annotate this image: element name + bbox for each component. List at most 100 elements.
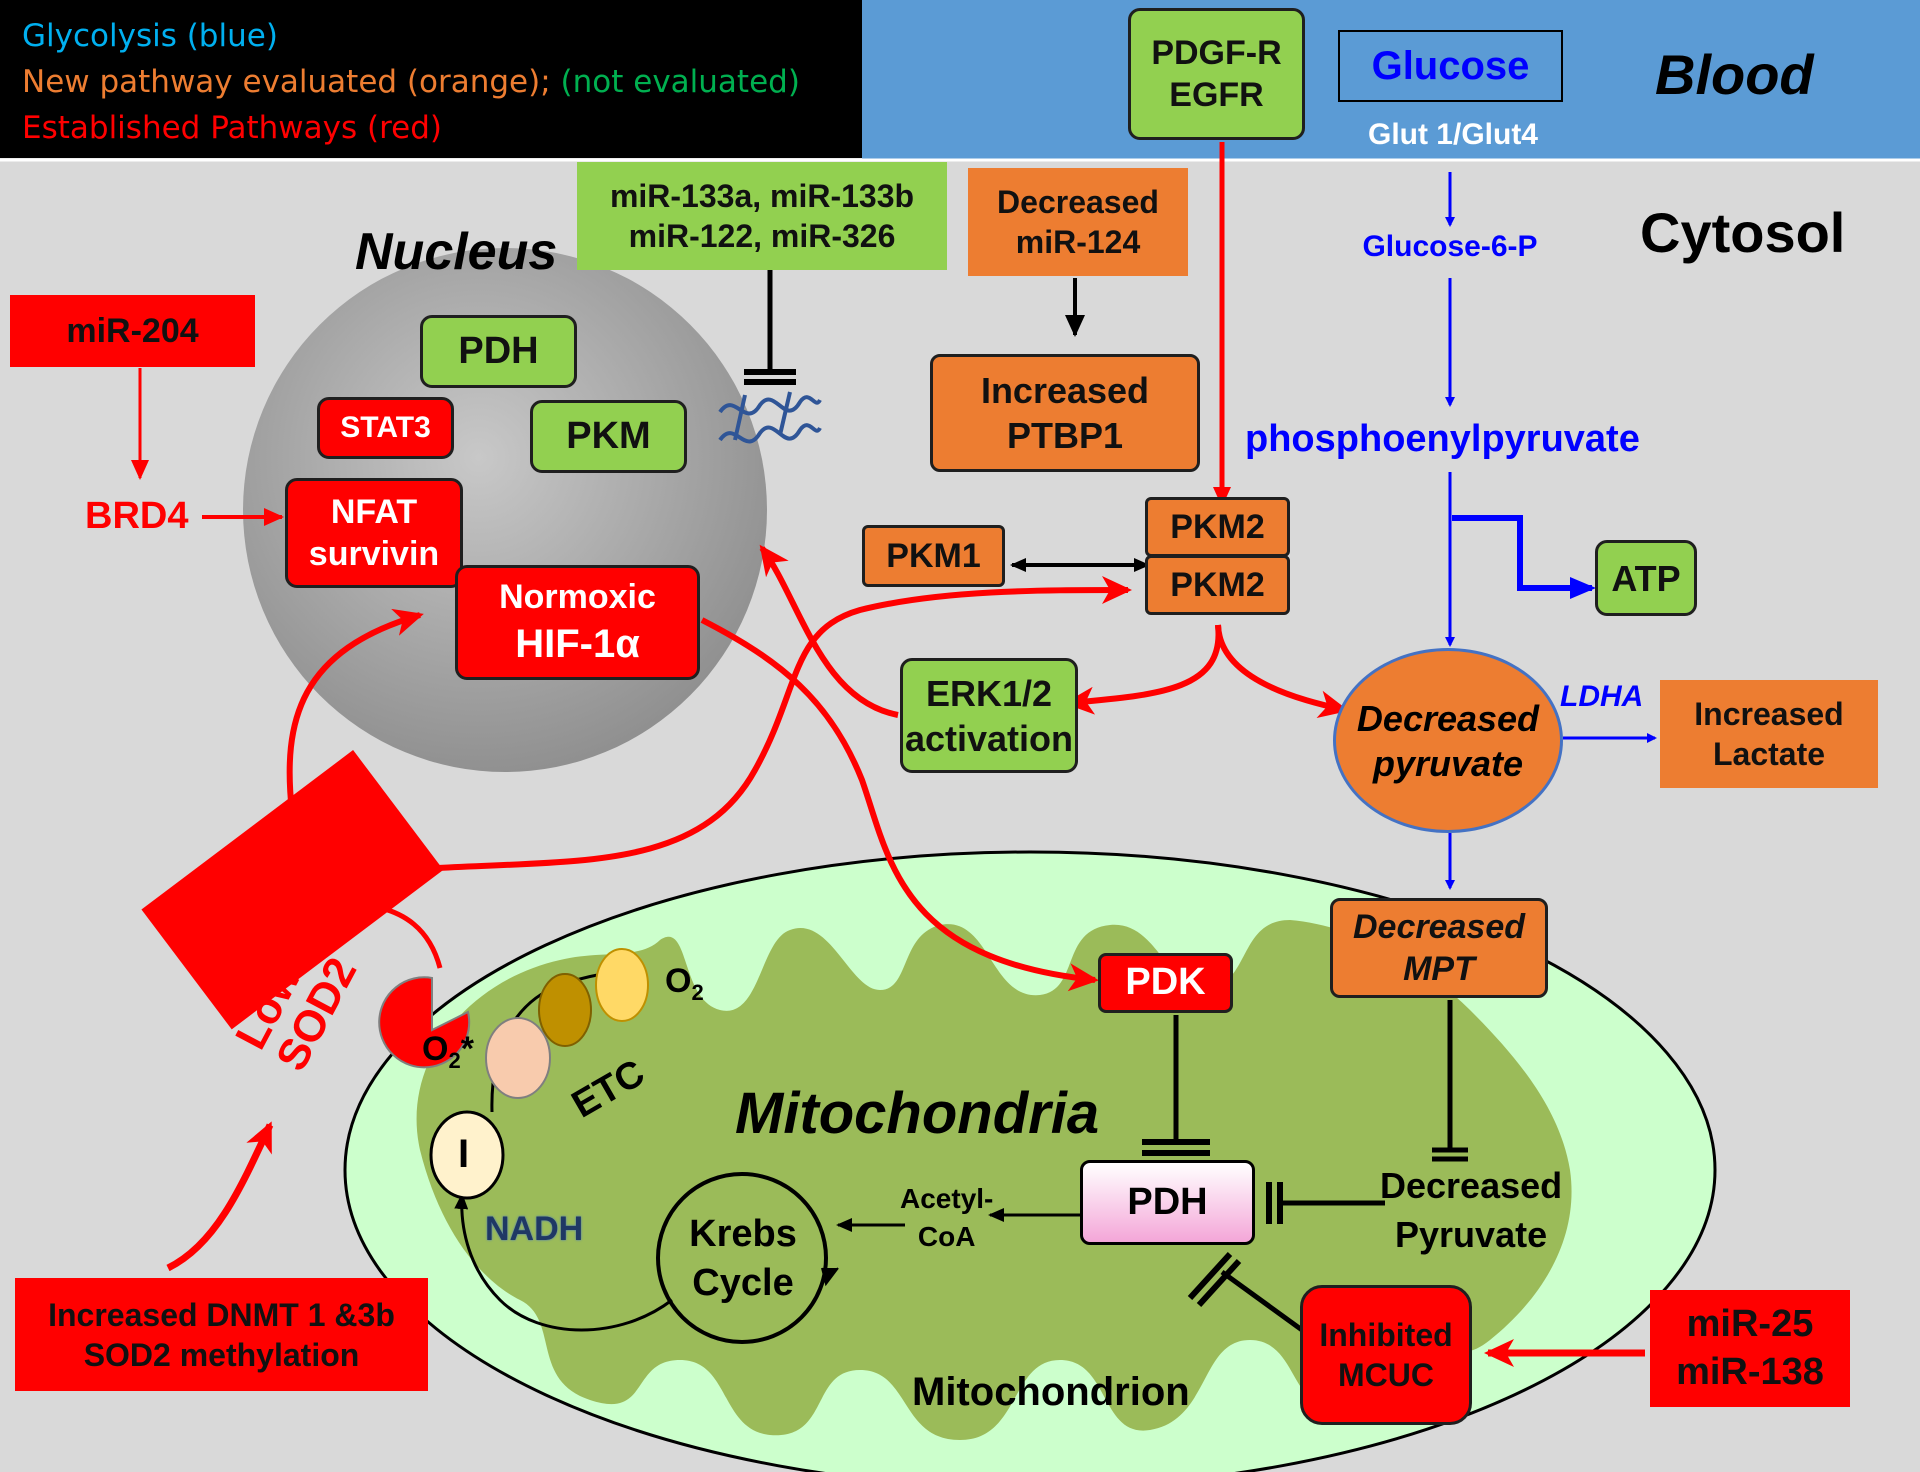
hif-line1: Normoxic	[499, 578, 656, 617]
mir204-label: miR-204	[66, 311, 199, 350]
mirna-line2: miR-122, miR-326	[628, 218, 896, 254]
atp-label: ATP	[1611, 557, 1681, 599]
mir25-line2: miR-138	[1676, 1350, 1824, 1393]
inhibit-mcuc-on-pdh	[1187, 1251, 1304, 1333]
cytosol-label: Cytosol	[1640, 201, 1846, 264]
lactate-box: Increased Lactate	[1660, 680, 1878, 788]
nucleus-pkm-box: PKM	[530, 400, 687, 473]
receptor-pdgfr: PDGF-R	[1151, 33, 1282, 72]
mito-pdh-box: PDH	[1080, 1160, 1255, 1245]
dnmt-line2: SOD2 methylation	[83, 1336, 360, 1373]
ros-block	[141, 750, 444, 1030]
mcuc-box: Inhibited MCUC	[1300, 1285, 1472, 1425]
mir25-box: miR-25 miR-138	[1650, 1290, 1850, 1407]
complex-i	[429, 1110, 505, 1200]
inhibit-mirna-on-mrna	[744, 270, 796, 385]
legend: Glycolysis (blue) New pathway evaluated …	[0, 0, 862, 158]
mitochondrion-label: Mitochondrion	[912, 1370, 1190, 1414]
atp-box: ATP	[1595, 540, 1697, 616]
inhibit-mpt-on-pyruvate	[1432, 1000, 1468, 1162]
lactate-line2: Lactate	[1712, 736, 1826, 772]
mito-pyruvate-line2: Pyruvate	[1395, 1213, 1548, 1255]
mpt-line1: Decreased	[1352, 907, 1525, 946]
legend-new-pathway: New pathway evaluated (orange); (not eva…	[22, 64, 800, 100]
mir124-line1: Decreased	[997, 184, 1159, 220]
legend-glycolysis: Glycolysis (blue)	[22, 18, 278, 54]
dnmt-line1: Increased DNMT 1 &3b	[48, 1296, 395, 1333]
o2-label: O2	[665, 962, 704, 1005]
mirna-green-box: miR-133a, miR-133b miR-122, miR-326	[577, 162, 947, 270]
arrow-dnmt-to-sod2	[166, 1121, 274, 1272]
blood-band	[862, 0, 1920, 160]
o2-star-o: O	[422, 1030, 449, 1068]
krebs-cycle-circle	[656, 1172, 828, 1344]
arrow-ros-to-hif	[286, 608, 424, 813]
pkm2-top-box: PKM2	[1145, 497, 1290, 557]
erk-line1: ERK1/2	[925, 672, 1053, 714]
nucleus-pdh-box: PDH	[420, 315, 577, 388]
nadh-label: NADH	[485, 1210, 584, 1248]
mito-pdh-label: PDH	[1127, 1180, 1208, 1223]
mpt-line2: MPT	[1403, 950, 1475, 988]
brd4-label: BRD4	[85, 495, 189, 537]
receptor-box: PDGF-R EGFR	[1128, 8, 1305, 140]
acetyl-line1: Acetyl-	[900, 1183, 994, 1214]
erk-line2: activation	[904, 717, 1074, 759]
o2-o: O	[665, 962, 692, 1000]
glucose-box: Glucose	[1338, 30, 1563, 102]
legend-established: Established Pathways (red)	[22, 110, 442, 146]
nucleus-pkm-label: PKM	[566, 414, 651, 457]
pyruvate-line2: pyruvate	[1372, 742, 1524, 784]
arrow-to-atp	[1452, 515, 1596, 599]
link-sod2-to-ros	[364, 902, 443, 969]
pkm1-label: PKM1	[886, 536, 981, 575]
inhibit-pyruvate-on-pdh	[1266, 1182, 1385, 1224]
complex-iv	[595, 948, 649, 1022]
arrow-nadh-to-complex1	[454, 1193, 673, 1332]
ptbp1-line1: Increased	[980, 370, 1150, 411]
glut-transporter-label: Glut 1/Glut4	[1367, 118, 1538, 151]
survivin-label: survivin	[308, 535, 440, 573]
arrow-hif-to-pdk	[700, 617, 1099, 992]
mcuc-line1: Inhibited	[1319, 1317, 1453, 1353]
acetyl-line2: CoA	[917, 1220, 976, 1252]
ptbp1-line2: PTBP1	[1006, 415, 1124, 456]
arrow-pkm2-to-erk	[1064, 624, 1222, 715]
mir25-line1: miR-25	[1686, 1303, 1814, 1345]
krebs-line1: Krebs	[689, 1213, 797, 1255]
complex-i-label: I	[458, 1132, 470, 1176]
legend-not-evaluated: (not evaluated)	[560, 64, 800, 100]
ptbp1-box: Increased PTBP1	[930, 354, 1200, 472]
krebs-line2: Cycle	[692, 1262, 794, 1305]
pkm1-box: PKM1	[862, 525, 1005, 587]
mito-decreased-pyruvate: Decreased Pyruvate	[1380, 1162, 1562, 1259]
arrow-pkm2-to-pyruvate	[1215, 624, 1349, 719]
pyruvate-line1: Decreased	[1356, 697, 1540, 739]
mir124-line2: miR-124	[1015, 224, 1141, 260]
complex-ii	[485, 1017, 551, 1099]
krebs-cycle-label: Krebs Cycle	[683, 1210, 803, 1309]
dnmt-box: Increased DNMT 1 &3b SOD2 methylation	[15, 1278, 428, 1391]
mirna-line1: miR-133a, miR-133b	[609, 178, 915, 214]
ldha-label: LDHA	[1560, 680, 1644, 713]
mitochondria-label: Mitochondria	[735, 1081, 1100, 1146]
mcuc-line2: MCUC	[1338, 1357, 1434, 1393]
nucleus-label: Nucleus	[355, 223, 558, 281]
pkm2-bottom-box: PKM2	[1145, 555, 1290, 615]
mitochondria-inner-membrane	[416, 920, 1572, 1440]
mir124-box: Decreased miR-124	[968, 168, 1188, 276]
krebs-cycle-arrowhead	[821, 1267, 839, 1287]
phosphoenolpyruvate-label: phosphoenylpyruvate	[1245, 418, 1640, 460]
glucose-6-p-label: Glucose-6-P	[1362, 230, 1538, 263]
lactate-line1: Increased	[1694, 696, 1844, 732]
pkm2-top-label: PKM2	[1170, 507, 1265, 546]
mrna-squiggle	[718, 391, 822, 444]
sod2-pacman-icon	[378, 976, 471, 1069]
mpt-box: Decreased MPT	[1330, 898, 1548, 998]
arrow-ros-to-pkm2	[437, 576, 1132, 871]
decreased-pyruvate-ellipse: Decreased pyruvate	[1333, 648, 1563, 833]
stat3-label: STAT3	[340, 411, 431, 445]
receptor-egfr: EGFR	[1169, 76, 1264, 114]
